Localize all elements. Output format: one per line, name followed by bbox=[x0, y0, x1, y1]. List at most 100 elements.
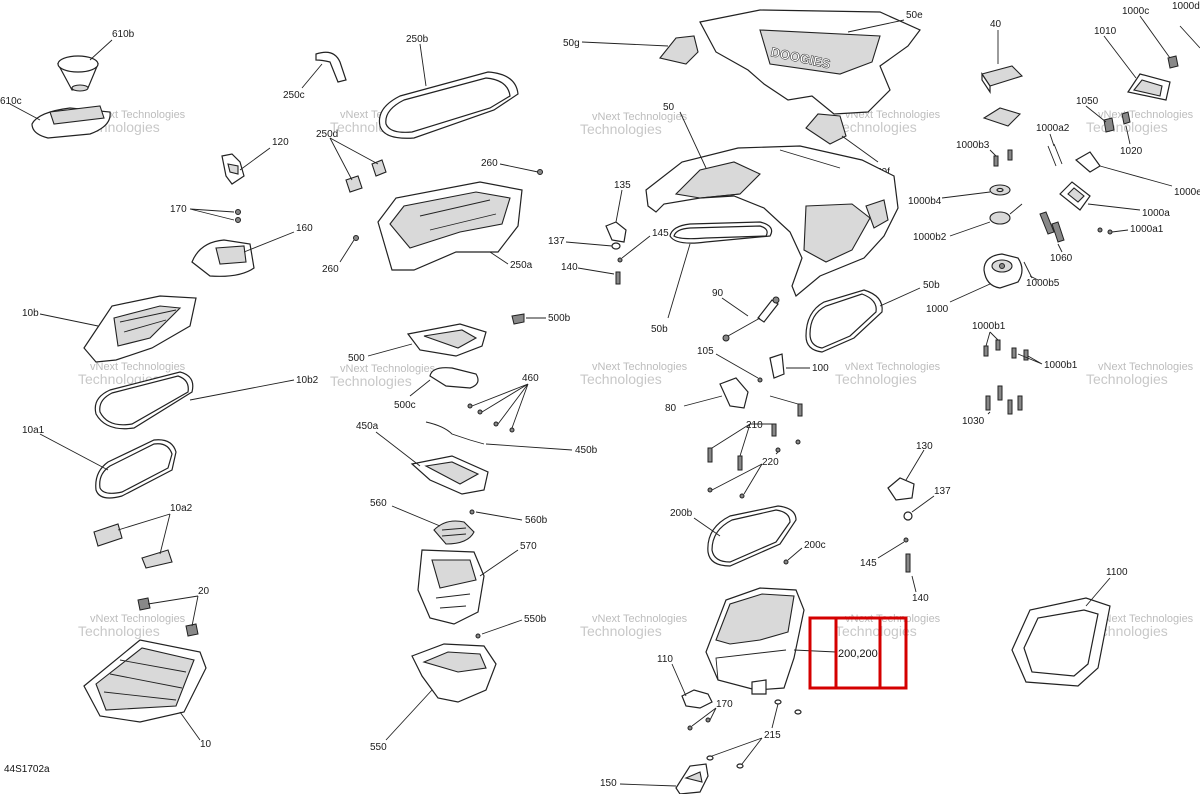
part-550b-screw[interactable] bbox=[475, 633, 481, 639]
part-140-screw-top[interactable] bbox=[615, 271, 621, 285]
callout-80: 80 bbox=[665, 403, 677, 414]
watermark-text: vNext Technologies bbox=[1098, 361, 1194, 373]
part-1020-clips[interactable] bbox=[1103, 111, 1131, 133]
callout-137-top: 137 bbox=[548, 236, 565, 247]
part-260-screw-top[interactable] bbox=[537, 169, 543, 175]
part-250c-clip[interactable] bbox=[315, 51, 347, 83]
highlight-box[interactable]: 200,200 bbox=[808, 616, 908, 690]
part-210-screws[interactable] bbox=[707, 403, 803, 471]
callout-1000a2: 1000a2 bbox=[1036, 123, 1070, 134]
part-250b-gasket[interactable] bbox=[378, 71, 519, 139]
watermark-text: Technologies bbox=[580, 623, 662, 639]
part-10-tray[interactable] bbox=[83, 639, 207, 723]
callout-50b-right: 50b bbox=[923, 280, 940, 291]
callout-450b: 450b bbox=[575, 445, 598, 456]
part-137-spacer-right[interactable] bbox=[903, 511, 913, 521]
part-145-washer-right[interactable] bbox=[903, 537, 909, 543]
part-250d-tabs[interactable] bbox=[345, 159, 387, 193]
callout-550: 550 bbox=[370, 742, 387, 753]
part-610c-lid[interactable] bbox=[31, 105, 111, 139]
part-135-clip[interactable] bbox=[605, 221, 627, 243]
part-50f-panel[interactable] bbox=[805, 113, 847, 145]
part-1000d-cable[interactable] bbox=[1179, 25, 1200, 49]
part-560b-screw[interactable] bbox=[469, 509, 475, 515]
part-10b2-gasket[interactable] bbox=[94, 371, 194, 430]
part-50-hull[interactable] bbox=[645, 145, 899, 297]
part-500c-gasket[interactable] bbox=[429, 367, 479, 389]
part-130-clip[interactable] bbox=[887, 477, 915, 501]
callout-550b: 550b bbox=[524, 614, 547, 625]
part-120-clip[interactable] bbox=[221, 153, 245, 185]
callout-1100: 1100 bbox=[1106, 567, 1128, 578]
callout-10a2: 10a2 bbox=[170, 503, 193, 514]
part-200-storage-bin[interactable] bbox=[705, 587, 805, 695]
part-220-washers[interactable] bbox=[707, 439, 801, 499]
part-215-spacers[interactable] bbox=[706, 699, 802, 769]
part-1000b2-spring[interactable] bbox=[989, 203, 1023, 225]
part-500-cover[interactable] bbox=[406, 323, 487, 357]
part-550-tray[interactable] bbox=[411, 643, 497, 703]
part-110-bracket[interactable] bbox=[681, 689, 713, 709]
callout-260-left: 260 bbox=[322, 264, 339, 275]
part-250a-airbox[interactable] bbox=[377, 181, 523, 271]
callout-250a: 250a bbox=[510, 260, 533, 271]
part-610b-cup[interactable] bbox=[56, 55, 99, 92]
part-1000b3-screws[interactable] bbox=[993, 149, 1013, 167]
part-1000a1-screws[interactable] bbox=[1097, 227, 1113, 235]
part-1000e-connector[interactable] bbox=[1074, 151, 1101, 173]
part-200c-screw[interactable] bbox=[783, 559, 789, 565]
callout-560: 560 bbox=[370, 498, 387, 509]
part-137-spacer-top[interactable] bbox=[611, 242, 621, 250]
part-460-screws[interactable] bbox=[467, 403, 515, 433]
callout-105: 105 bbox=[697, 346, 714, 357]
part-560-filter[interactable] bbox=[433, 520, 475, 545]
callout-570: 570 bbox=[520, 541, 537, 552]
part-1010-display[interactable] bbox=[1127, 73, 1171, 101]
watermark-text: vNext Technologies bbox=[340, 363, 436, 375]
part-160-bracket[interactable] bbox=[191, 239, 255, 277]
part-50e-top-panel[interactable]: DOOGIES bbox=[699, 9, 921, 115]
callout-260-top: 260 bbox=[481, 158, 498, 169]
part-1000b1-screws[interactable] bbox=[983, 339, 1029, 361]
part-1000a2-wires[interactable] bbox=[1047, 143, 1063, 167]
part-570-housing[interactable] bbox=[417, 549, 485, 625]
part-1000-actuator[interactable] bbox=[983, 253, 1023, 289]
callout-1000b2: 1000b2 bbox=[913, 232, 947, 243]
callout-110: 110 bbox=[657, 654, 673, 665]
part-500b-screw[interactable] bbox=[511, 313, 525, 325]
part-90-strut[interactable] bbox=[722, 296, 780, 342]
part-10a2-strips[interactable] bbox=[93, 523, 173, 569]
part-1000c-connector[interactable] bbox=[1167, 55, 1179, 69]
part-50b-gasket-right[interactable] bbox=[805, 289, 883, 353]
callout-450a: 450a bbox=[356, 421, 379, 432]
part-50g-panel[interactable] bbox=[659, 35, 699, 65]
part-140-screw-right[interactable] bbox=[905, 553, 911, 573]
part-145-washer-top[interactable] bbox=[617, 257, 623, 263]
part-40-pad[interactable] bbox=[981, 65, 1024, 94]
part-1000b4-washer[interactable] bbox=[989, 184, 1011, 196]
watermark-text: vNext Technologies bbox=[1098, 109, 1194, 121]
part-1030-screws[interactable] bbox=[985, 385, 1023, 415]
part-170-screws-bottom[interactable] bbox=[687, 717, 711, 731]
part-450a-duct[interactable] bbox=[410, 455, 489, 495]
part-1000-plate-top[interactable] bbox=[982, 107, 1022, 127]
part-450b-hose[interactable] bbox=[425, 421, 485, 445]
callout-1000a: 1000a bbox=[1142, 208, 1170, 219]
callout-170-bottom: 170 bbox=[716, 699, 733, 710]
part-1100-cushion[interactable] bbox=[1011, 597, 1111, 687]
part-10b-shroud[interactable] bbox=[83, 295, 197, 363]
part-260-screw-left[interactable] bbox=[353, 235, 359, 241]
part-200b-gasket[interactable] bbox=[707, 505, 797, 567]
part-150-bracket[interactable] bbox=[675, 763, 709, 794]
callout-1000a1: 1000a1 bbox=[1130, 224, 1164, 235]
part-1000b5-wire[interactable] bbox=[1023, 261, 1033, 279]
part-170-screws[interactable] bbox=[235, 209, 241, 223]
part-1060-links[interactable] bbox=[1039, 211, 1065, 243]
part-10a1-gasket[interactable] bbox=[95, 439, 177, 499]
part-100-clip[interactable] bbox=[769, 353, 785, 379]
part-105-screw[interactable] bbox=[757, 377, 763, 383]
part-50b-gasket-left[interactable] bbox=[669, 221, 773, 244]
callout-1060: 1060 bbox=[1050, 253, 1073, 264]
part-80-bracket[interactable] bbox=[719, 377, 749, 409]
part-1000a-sensor[interactable] bbox=[1059, 181, 1091, 211]
